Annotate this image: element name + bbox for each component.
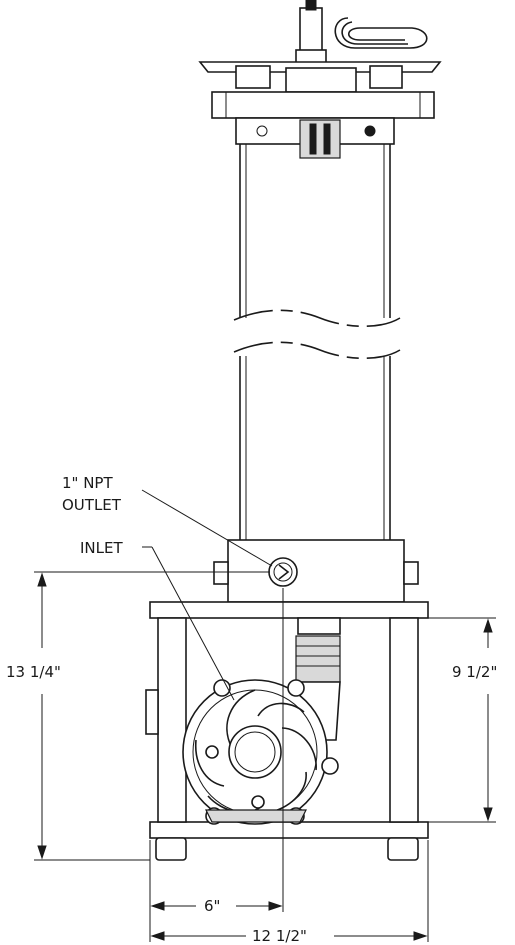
dim-center-width: 6" <box>204 897 220 915</box>
outlet-port <box>268 557 298 587</box>
outlet-leader <box>141 489 273 567</box>
discharge-coupling <box>295 635 341 683</box>
frame-right-post <box>389 617 419 823</box>
dimensions <box>34 571 496 942</box>
frame-left-post <box>157 617 187 823</box>
frame-bottom-rail <box>149 821 429 839</box>
pump <box>182 617 341 825</box>
outlet-label-line2: OUTLET <box>62 496 122 514</box>
frame-foot-right <box>387 837 419 861</box>
clamp-latch <box>299 119 341 159</box>
outlet-label-line1: 1" NPT <box>62 474 113 492</box>
filter-base <box>213 539 419 603</box>
clamp-ring <box>211 91 435 119</box>
filter-housing <box>233 144 401 540</box>
frame-top-rail <box>149 601 429 619</box>
frame-foot-left <box>155 837 187 861</box>
pump-inlet-eye <box>228 725 282 779</box>
vent-valve <box>299 7 323 53</box>
base-housing <box>227 539 405 603</box>
dim-overall-height: 13 1/4" <box>6 663 61 681</box>
dim-frame-height: 9 1/2" <box>452 663 497 681</box>
dim-overall-width: 12 1/2" <box>252 927 307 945</box>
inlet-label: INLET <box>80 539 123 557</box>
pump-frame <box>145 601 429 861</box>
filter-lid-assembly <box>198 0 442 159</box>
